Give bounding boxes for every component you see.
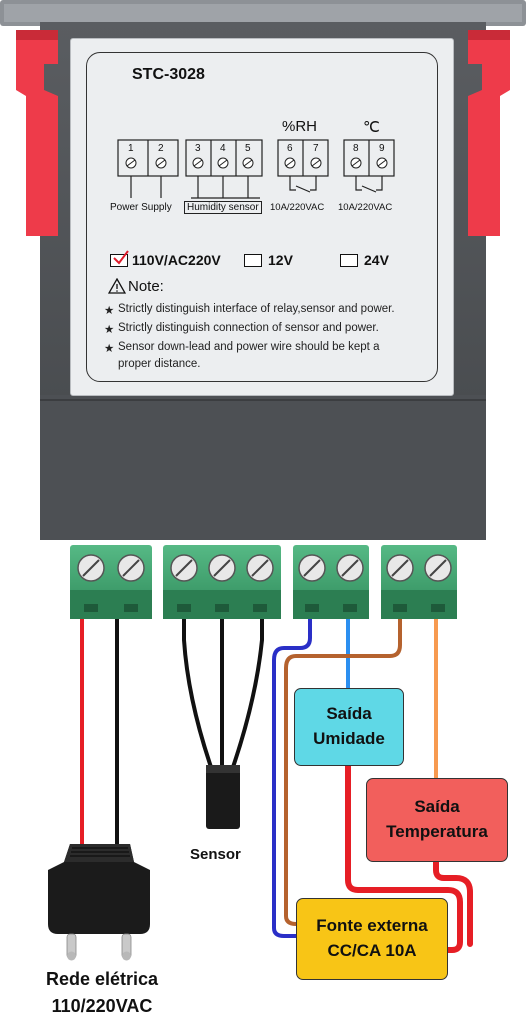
terminal-block-power bbox=[70, 545, 152, 619]
sensor-caption: Sensor bbox=[190, 846, 241, 863]
humidity-unit: %RH bbox=[282, 118, 318, 135]
label-border bbox=[86, 52, 438, 382]
terminal-number: 1 bbox=[128, 143, 134, 154]
voltage-checkbox-12v bbox=[244, 254, 262, 267]
note-line: Sensor down-lead and power wire should b… bbox=[118, 341, 380, 353]
wire-red-umidade bbox=[345, 759, 463, 953]
voltage-option-24v: 24V bbox=[364, 252, 389, 268]
relay-rating-temperature: 10A/220VAC bbox=[338, 202, 393, 213]
humidity-sensor-label: Humidity sensor bbox=[184, 201, 262, 214]
note-line: proper distance. bbox=[118, 358, 201, 370]
note-bullet-3: ★ bbox=[104, 343, 115, 355]
temperature-unit: ℃ bbox=[363, 119, 380, 136]
sensor-wire-1 bbox=[182, 613, 214, 772]
check-icon bbox=[113, 250, 129, 265]
voltage-checkbox-24v bbox=[340, 254, 358, 267]
device-label-panel bbox=[70, 38, 454, 396]
terminal-number: 2 bbox=[158, 143, 164, 154]
saida-umidade-line2: Umidade bbox=[313, 729, 385, 748]
fonte-externa-box: Fonte externa CC/CA 10A bbox=[296, 898, 448, 980]
terminal-number: 5 bbox=[245, 143, 251, 154]
warning-icon bbox=[108, 278, 126, 294]
terminal-number: 4 bbox=[220, 143, 226, 154]
terminal-diagram bbox=[117, 139, 395, 199]
terminal-block-temperature-relay bbox=[381, 545, 457, 619]
terminal-block-sensor bbox=[163, 545, 281, 619]
power-plug-icon bbox=[48, 844, 150, 961]
saida-umidade-line1: Saída bbox=[326, 704, 372, 724]
note-line: Strictly distinguish interface of relay,… bbox=[118, 303, 395, 315]
sensor-probe bbox=[206, 765, 240, 829]
wire-blue bbox=[272, 613, 312, 938]
left-red-clip bbox=[16, 30, 58, 236]
right-red-clip bbox=[468, 30, 510, 236]
wire-red-temperatura bbox=[433, 857, 473, 947]
note-title: Note: bbox=[128, 278, 164, 295]
fonte-externa-line1: Fonte externa bbox=[316, 916, 428, 936]
sensor-wire-3 bbox=[230, 613, 264, 772]
note-line: Strictly distinguish connection of senso… bbox=[118, 322, 379, 334]
voltage-option-12v: 12V bbox=[268, 252, 293, 268]
model-name: STC-3028 bbox=[132, 66, 205, 83]
terminal-number: 6 bbox=[287, 143, 293, 154]
saida-temperatura-line1: Saída bbox=[414, 797, 460, 817]
terminal-number: 3 bbox=[195, 143, 201, 154]
voltage-option-110-220: 110V/AC220V bbox=[132, 252, 221, 268]
relay-rating-humidity: 10A/220VAC bbox=[270, 202, 325, 213]
saida-temperatura-line2: Temperatura bbox=[386, 822, 488, 841]
fonte-externa-line2: CC/CA 10A bbox=[327, 941, 417, 960]
rede-eletrica-line1: Rede elétrica bbox=[45, 969, 159, 989]
saida-umidade-box: Saída Umidade bbox=[294, 688, 404, 766]
terminal-number: 7 bbox=[313, 143, 319, 154]
note-bullet-1: ★ bbox=[104, 305, 115, 317]
note-bullet-2: ★ bbox=[104, 324, 115, 336]
terminal-block-humidity-relay bbox=[293, 545, 369, 619]
terminal-number: 9 bbox=[379, 143, 385, 154]
terminal-number: 8 bbox=[353, 143, 359, 154]
rede-eletrica-line2: 110/220VAC bbox=[51, 996, 153, 1016]
power-supply-label: Power Supply bbox=[110, 202, 172, 213]
rede-eletrica-caption: Rede elétrica 110/220VAC bbox=[22, 966, 182, 1020]
wire-brown bbox=[284, 613, 402, 926]
saida-temperatura-box: Saída Temperatura bbox=[366, 778, 508, 862]
